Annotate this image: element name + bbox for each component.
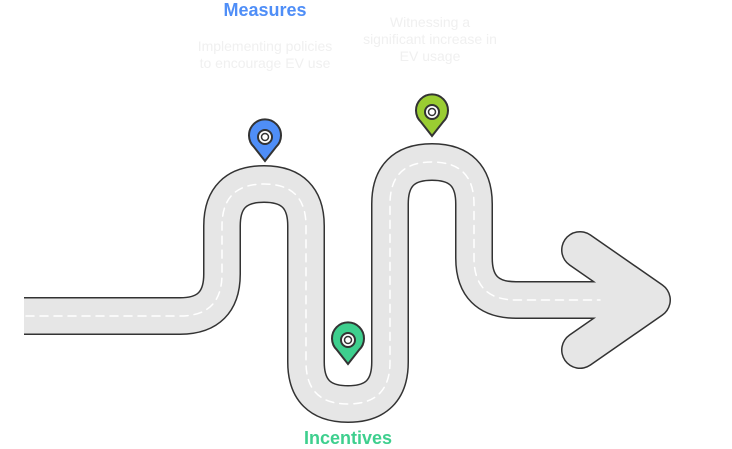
pin-incentives-icon — [331, 321, 365, 366]
road-diagram — [24, 93, 671, 423]
measures-title: Measures — [223, 0, 307, 20]
increase-description: Witnessing a significant increase in EV … — [363, 14, 497, 64]
measures-description: Implementing policies to encourage EV us… — [197, 38, 333, 71]
road — [24, 143, 671, 423]
pin-increase-icon — [415, 93, 449, 138]
pin-measures-icon — [248, 118, 282, 163]
incentives-title: Incentives — [303, 428, 393, 448]
